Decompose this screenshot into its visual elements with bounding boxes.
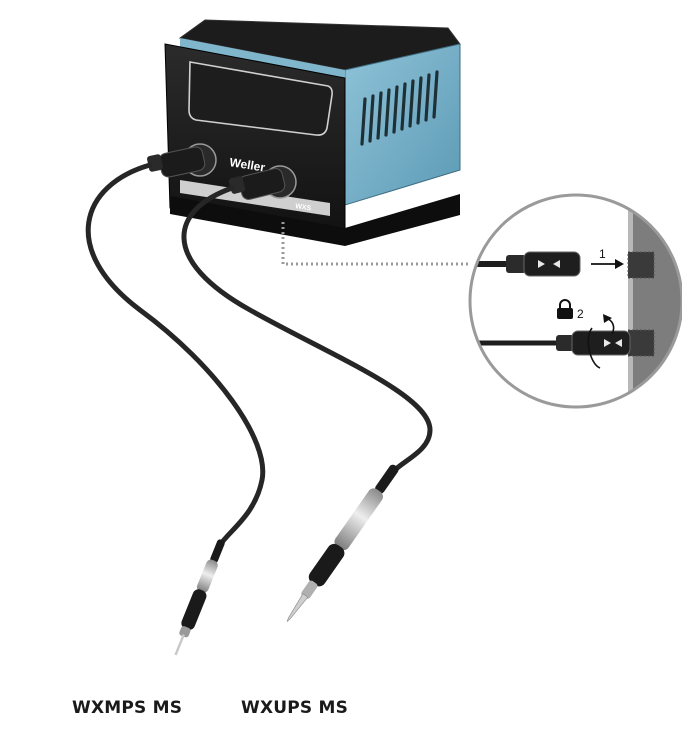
step-2-label: 2 — [577, 307, 584, 321]
model-label: WXS — [295, 203, 312, 212]
vent-slots — [360, 70, 439, 146]
display-window — [188, 61, 333, 136]
detail-callout-circle: 1 2 — [468, 193, 682, 409]
soldering-station: Weller WXS — [164, 19, 461, 246]
left-plug — [147, 146, 206, 178]
cable-left — [85, 162, 266, 548]
detail-plug-lower — [470, 330, 631, 356]
soldering-iron-wxmps — [174, 539, 225, 656]
station-base — [170, 194, 460, 246]
soldering-iron-wxups — [286, 464, 399, 622]
caption-wxmps: WXMPS MS — [72, 698, 183, 718]
step-1-label: 1 — [599, 247, 606, 261]
station-top — [178, 19, 461, 71]
callout-leader — [281, 222, 470, 266]
cable-right — [181, 185, 433, 473]
arrow-right-icon — [591, 259, 624, 269]
brand-logo: Weller — [229, 155, 267, 174]
rotate-arrow-icon — [587, 314, 615, 369]
detail-plug-upper — [470, 251, 581, 277]
padlock-icon — [557, 299, 573, 319]
caption-wxups: WXUPS MS — [241, 698, 349, 718]
